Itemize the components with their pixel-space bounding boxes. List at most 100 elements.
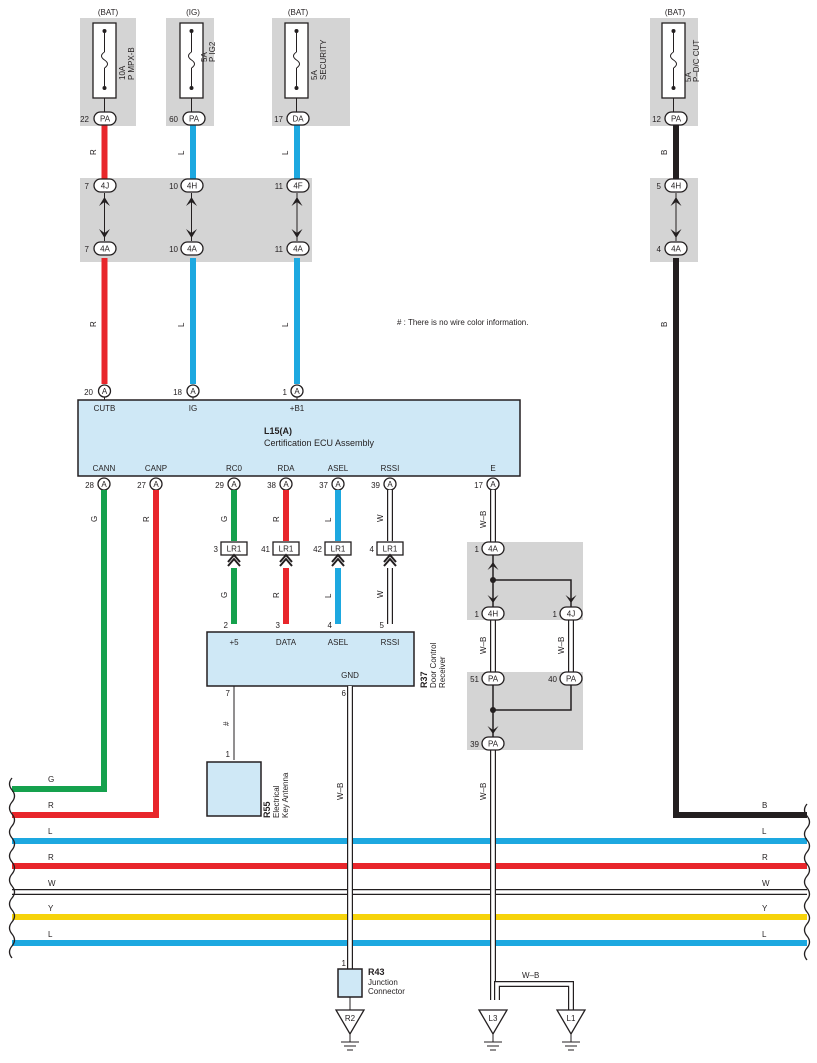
wire-red-canp bbox=[12, 490, 159, 818]
bus-label-right: B bbox=[762, 801, 767, 810]
connector-1-4a: 1 4A bbox=[475, 541, 505, 556]
bus-label-left: R bbox=[48, 853, 54, 862]
bus-label-right: R bbox=[762, 853, 768, 862]
wire-green-cann bbox=[12, 490, 107, 792]
svg-text:4: 4 bbox=[328, 621, 333, 630]
svg-text:RDA: RDA bbox=[278, 464, 296, 473]
bus-label-left: R bbox=[48, 801, 54, 810]
wire-color-label: W–B bbox=[336, 783, 345, 800]
ground-l1: L1 bbox=[555, 1009, 587, 1051]
junction-connector-name-line2: Connector bbox=[368, 987, 405, 996]
connector-51-pa: 51 PA bbox=[470, 671, 505, 686]
receiver-name-line2: Receiver bbox=[438, 656, 447, 688]
svg-text:4H: 4H bbox=[488, 610, 498, 619]
connector-7-4j: 7 4J bbox=[85, 178, 117, 193]
ecu-name: Certification ECU Assembly bbox=[264, 438, 375, 448]
svg-text:L1: L1 bbox=[567, 1014, 576, 1023]
ecu-pin-cann: CANN 28 A bbox=[85, 464, 116, 491]
junction-connector-name-line1: Junction bbox=[368, 978, 398, 987]
ground-l3: L3 bbox=[477, 1009, 509, 1051]
connector-4-lr1: 4 LR1 bbox=[370, 541, 404, 567]
junction-connector-code: R43 bbox=[368, 967, 385, 977]
svg-text:A: A bbox=[153, 480, 159, 489]
fuse-p-mpx-b: (BAT) 10A P MPX-B bbox=[92, 8, 136, 99]
fuse-p-dc-cut: (BAT) 5A P–D/C CUT bbox=[661, 8, 701, 99]
wire-color-label: L bbox=[324, 517, 333, 522]
connector-7-4a: 7 4A bbox=[85, 241, 117, 256]
svg-text:1: 1 bbox=[475, 545, 480, 554]
wire-color-label: B bbox=[660, 150, 669, 155]
bus-wires bbox=[12, 838, 807, 946]
svg-text:E: E bbox=[490, 464, 495, 473]
ecu-code: L15(A) bbox=[264, 426, 292, 436]
svg-text:5: 5 bbox=[380, 621, 385, 630]
connector-5-4h: 5 4H bbox=[657, 178, 688, 193]
right-break-marks bbox=[803, 803, 811, 961]
svg-text:GND: GND bbox=[341, 671, 359, 680]
svg-text:4: 4 bbox=[370, 545, 375, 554]
antenna-pin: 1 bbox=[226, 750, 231, 759]
connector-41-lr1: 41 LR1 bbox=[261, 541, 300, 567]
wire-color-label: W–B bbox=[479, 637, 488, 654]
svg-text:27: 27 bbox=[137, 481, 146, 490]
bus-label-right: L bbox=[762, 930, 767, 939]
svg-text:10: 10 bbox=[169, 182, 178, 191]
inline-connector-links bbox=[99, 193, 682, 241]
svg-text:+B1: +B1 bbox=[290, 404, 305, 413]
wire-color-label: L bbox=[281, 322, 290, 327]
svg-text:7: 7 bbox=[85, 182, 90, 191]
svg-text:4A: 4A bbox=[187, 245, 197, 254]
wire-color-label: R bbox=[89, 321, 98, 327]
svg-text:PA: PA bbox=[671, 115, 682, 124]
svg-text:A: A bbox=[294, 387, 300, 396]
svg-text:42: 42 bbox=[313, 545, 322, 554]
ecu-pin-e: E 17 A bbox=[474, 464, 500, 491]
connector-40-pa: 40 PA bbox=[548, 671, 583, 686]
wire-color-label: R bbox=[272, 592, 281, 598]
connector-3-lr1: 3 LR1 bbox=[214, 541, 248, 567]
svg-text:CUTB: CUTB bbox=[94, 404, 116, 413]
wire-color-label: W bbox=[376, 590, 385, 598]
svg-text:4A: 4A bbox=[100, 245, 110, 254]
connector-10-4h: 10 4H bbox=[169, 178, 204, 193]
fuse-amp-label: 10A bbox=[118, 65, 127, 80]
svg-text:1: 1 bbox=[475, 610, 480, 619]
bus-label-left: W bbox=[48, 879, 56, 888]
svg-text:11: 11 bbox=[275, 245, 284, 254]
connector-11-4f: 11 4F bbox=[275, 178, 310, 193]
fuse-source-label: (BAT) bbox=[665, 8, 686, 17]
fuse-source-label: (BAT) bbox=[288, 8, 309, 17]
fuse-source-label: (BAT) bbox=[98, 8, 119, 17]
svg-text:3: 3 bbox=[214, 545, 219, 554]
antenna-box bbox=[206, 761, 262, 817]
svg-text:ASEL: ASEL bbox=[328, 638, 349, 647]
junction-connector-box bbox=[337, 968, 363, 998]
svg-text:L3: L3 bbox=[489, 1014, 498, 1023]
svg-text:LR1: LR1 bbox=[279, 545, 294, 554]
bus-label-left: L bbox=[48, 827, 53, 836]
svg-text:7: 7 bbox=[85, 245, 90, 254]
svg-text:4F: 4F bbox=[293, 182, 302, 191]
svg-text:A: A bbox=[490, 480, 496, 489]
wire-color-label: R bbox=[272, 516, 281, 522]
ecu-pin-b1: 1 A +B1 bbox=[283, 384, 305, 413]
left-break-marks bbox=[8, 777, 16, 959]
svg-text:A: A bbox=[190, 387, 196, 396]
svg-text:LR1: LR1 bbox=[383, 545, 398, 554]
svg-text:A: A bbox=[283, 480, 289, 489]
svg-text:PA: PA bbox=[189, 115, 200, 124]
svg-text:18: 18 bbox=[173, 388, 182, 397]
fuse-name-label: P–D/C CUT bbox=[692, 40, 701, 82]
svg-text:DA: DA bbox=[292, 115, 304, 124]
connector-1-4h: 1 4H bbox=[475, 606, 505, 621]
antenna-code: R55 bbox=[262, 801, 272, 818]
bus-label-right: Y bbox=[762, 904, 768, 913]
svg-text:RC0: RC0 bbox=[226, 464, 243, 473]
svg-text:1: 1 bbox=[553, 610, 558, 619]
fuse-amp-label: 5A bbox=[200, 52, 209, 62]
wire-color-label: W–B bbox=[522, 971, 539, 980]
receiver-code: R37 bbox=[419, 671, 429, 688]
ecu-pin-rda: RDA 38 A bbox=[267, 464, 296, 491]
ecu-pin-cutb: 20 A CUTB bbox=[84, 384, 116, 413]
